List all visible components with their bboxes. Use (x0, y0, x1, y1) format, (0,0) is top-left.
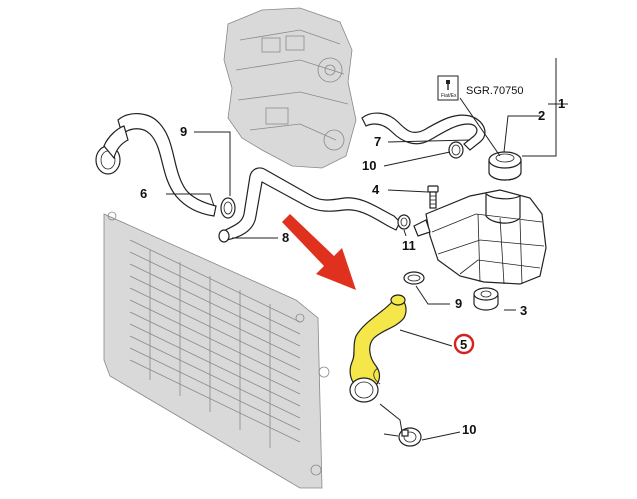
hose-part-6 (95, 113, 217, 217)
mount-part-3 (473, 287, 499, 311)
clamp-part-11 (397, 214, 411, 230)
hose-part-8 (218, 167, 401, 243)
label-10b: 10 (462, 422, 476, 437)
label-5-ring (453, 333, 475, 355)
label-3: 3 (520, 303, 527, 318)
label-4: 4 (372, 182, 380, 197)
clamp-part-9-lower (403, 271, 425, 285)
label-2: 2 (538, 108, 545, 123)
clamp-part-9-upper (220, 197, 236, 219)
label-9b: 9 (455, 296, 462, 311)
highlighted-hose-body (349, 295, 407, 391)
technical-note-icon: Fiat/Ex (437, 75, 459, 101)
red-direction-arrow (282, 214, 356, 290)
label-8: 8 (282, 230, 289, 245)
label-11: 11 (402, 238, 416, 253)
label-9a: 9 (180, 124, 187, 139)
label-1: 1 (558, 96, 565, 111)
cap-part-2 (488, 151, 522, 181)
hose-part-5-highlighted (349, 294, 407, 403)
engine-block (223, 7, 357, 169)
bolt-part-4 (427, 185, 439, 209)
radiator-fins (129, 239, 301, 448)
doc-icon-caption: Fiat/Ex (441, 93, 457, 99)
label-5: 5 (460, 337, 467, 352)
reference-code: SGR.70750 (466, 85, 523, 97)
label-10a: 10 (362, 158, 376, 173)
leader-lines (166, 58, 568, 441)
radiator (103, 211, 330, 489)
callout-labels: 1 2 3 4 5 6 7 8 9 9 10 10 11 (140, 96, 565, 437)
expansion-tank-part-1 (413, 189, 547, 285)
label-6: 6 (140, 186, 147, 201)
label-7: 7 (374, 134, 381, 149)
hose-part-7 (361, 112, 486, 151)
clamp-part-10-lower (398, 427, 422, 447)
clamp-part-10-upper (448, 141, 464, 159)
